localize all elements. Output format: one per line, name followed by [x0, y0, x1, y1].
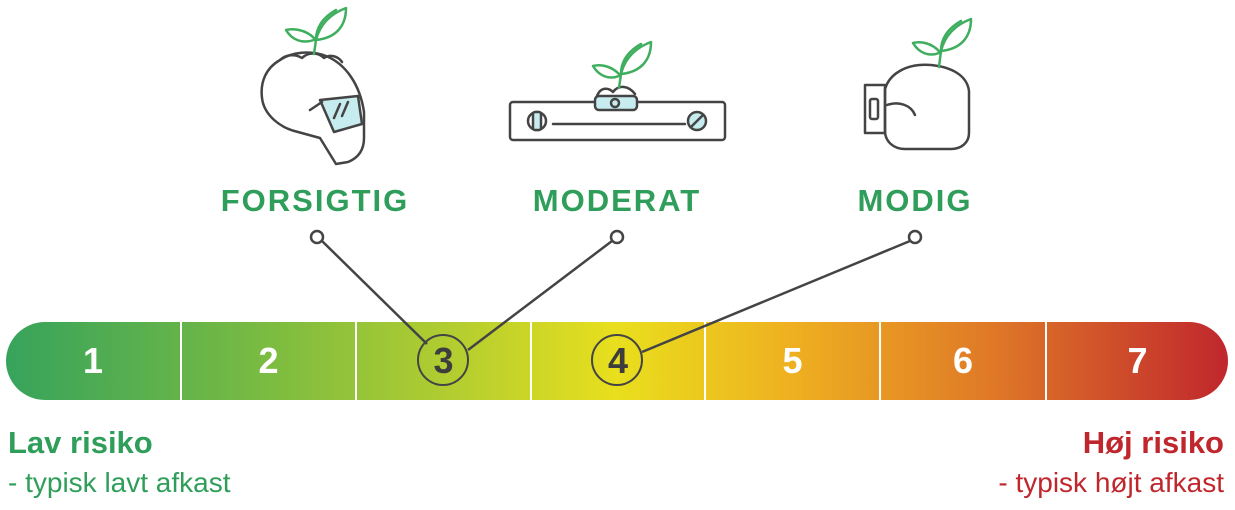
low-risk-title: Lav risiko: [8, 425, 153, 460]
scale-divider: [180, 322, 182, 400]
spirit-level-icon: [508, 40, 727, 142]
low-risk-subtitle: - typisk lavt afkast: [8, 467, 231, 498]
scale-divider: [1045, 322, 1047, 400]
scale-number-6: 6: [952, 340, 974, 381]
scale-highlight-ring-4: [591, 334, 643, 386]
boxing-glove-icon: [863, 17, 973, 151]
profile-label-forsigtig: FORSIGTIG: [220, 183, 410, 218]
profile-label-modig: MODIG: [857, 183, 973, 218]
scale-divider: [355, 322, 357, 400]
profile-label-moderat: MODERAT: [532, 183, 702, 218]
scale-number-2: 2: [258, 340, 279, 381]
high-risk-subtitle: - typisk højt afkast: [998, 467, 1224, 498]
scale-number-5: 5: [782, 340, 803, 381]
high-risk-title: Høj risiko: [1082, 425, 1224, 460]
scale-number-1: 1: [82, 340, 104, 381]
scale-divider: [530, 322, 532, 400]
scale-divider: [704, 322, 706, 400]
scale-number-7: 7: [1127, 340, 1148, 381]
scale-highlight-ring-3: [417, 334, 469, 386]
scale-divider: [879, 322, 881, 400]
helmet-icon: [260, 6, 366, 166]
